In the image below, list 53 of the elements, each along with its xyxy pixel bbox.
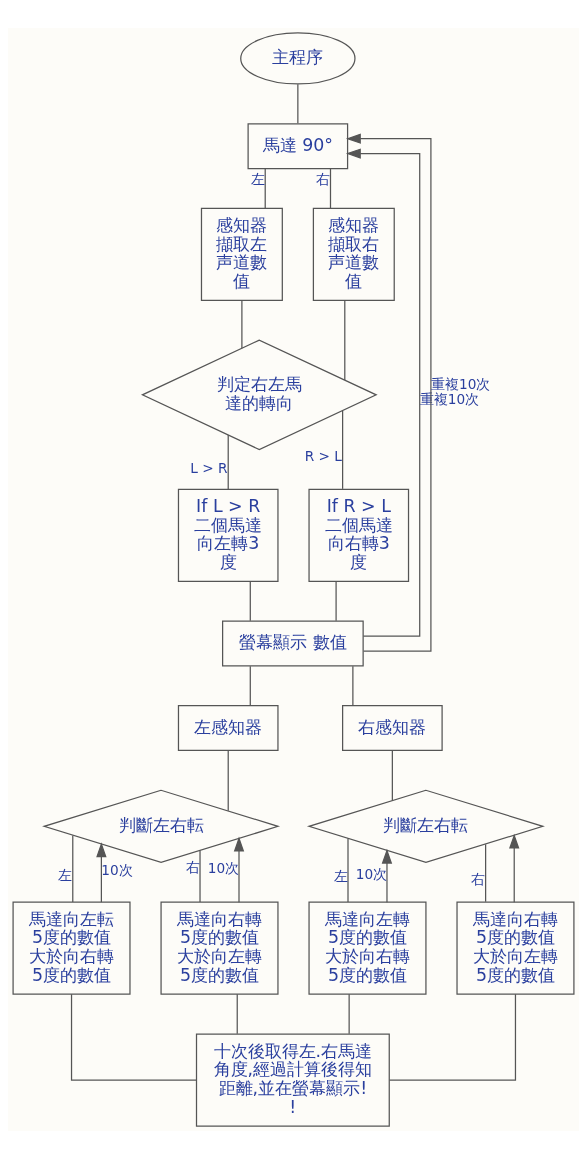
node-box: 右感知器 bbox=[342, 704, 443, 751]
node-box: If R > L 二個馬達向右轉3度 bbox=[308, 488, 410, 582]
node-ellipse: 主程序 bbox=[240, 31, 356, 85]
arrow bbox=[345, 147, 421, 637]
node-box: If L > R 二個馬達向左轉3度 bbox=[177, 488, 279, 582]
node-box: 馬達向左轉5度的數值大於向右轉5度的數值 bbox=[308, 901, 427, 995]
arrow bbox=[345, 132, 432, 652]
connector bbox=[344, 299, 346, 380]
connector bbox=[352, 665, 354, 706]
edge-label: 右 bbox=[471, 870, 486, 887]
node-box: 馬達 90° bbox=[247, 122, 349, 169]
edge-label: 右 bbox=[316, 170, 331, 187]
connector bbox=[241, 299, 243, 349]
arrow bbox=[96, 841, 107, 903]
connector bbox=[391, 749, 393, 801]
connector bbox=[485, 843, 487, 902]
edge-label: L > R bbox=[190, 459, 228, 476]
connector bbox=[329, 167, 332, 209]
edge-label: 左 bbox=[250, 170, 265, 187]
arrow bbox=[381, 848, 393, 903]
connector bbox=[72, 834, 74, 902]
node-diamond: 判定右左馬達的轉向 bbox=[140, 338, 378, 450]
connector bbox=[236, 993, 238, 1034]
node-box: 十次後取得左.右馬達角度,經過計算後得知距離,並在螢幕顯示!! bbox=[195, 1032, 390, 1127]
connector bbox=[199, 849, 201, 903]
edge-label: 左 bbox=[333, 867, 348, 884]
node-box: 馬達向左転5度的數值大於向右轉5度的數值 bbox=[12, 901, 131, 995]
connector bbox=[249, 580, 251, 621]
edge-label: 重複10次 bbox=[431, 375, 491, 392]
connector bbox=[249, 665, 251, 706]
edge-label: R > L bbox=[304, 447, 342, 464]
connector bbox=[70, 993, 198, 1081]
edge-label: 10次 bbox=[101, 861, 133, 878]
connector bbox=[347, 837, 349, 903]
connector bbox=[388, 993, 517, 1081]
connector bbox=[227, 434, 229, 490]
connector bbox=[297, 83, 299, 124]
node-box: 馬達向右轉5度的數值大於向左轉5度的數值 bbox=[160, 901, 279, 995]
node-box: 螢幕顯示 數值 bbox=[222, 620, 364, 667]
connector bbox=[348, 993, 350, 1034]
connector bbox=[342, 409, 344, 489]
connector bbox=[335, 580, 337, 621]
edge-label: 左 bbox=[58, 866, 73, 883]
edge-label: 10次 bbox=[355, 865, 388, 882]
connector bbox=[227, 749, 229, 811]
node-box: 左感知器 bbox=[177, 704, 279, 751]
node-box: 馬達向右轉5度的數值大於向左轉5度的數值 bbox=[456, 901, 575, 995]
arrow bbox=[233, 836, 245, 903]
connector bbox=[264, 167, 266, 209]
arrow bbox=[509, 833, 520, 903]
node-diamond: 判斷左右転 bbox=[42, 789, 281, 863]
node-box: 感知器擷取左声道數值 bbox=[200, 207, 283, 301]
node-box: 感知器擷取右声道數值 bbox=[312, 207, 395, 301]
